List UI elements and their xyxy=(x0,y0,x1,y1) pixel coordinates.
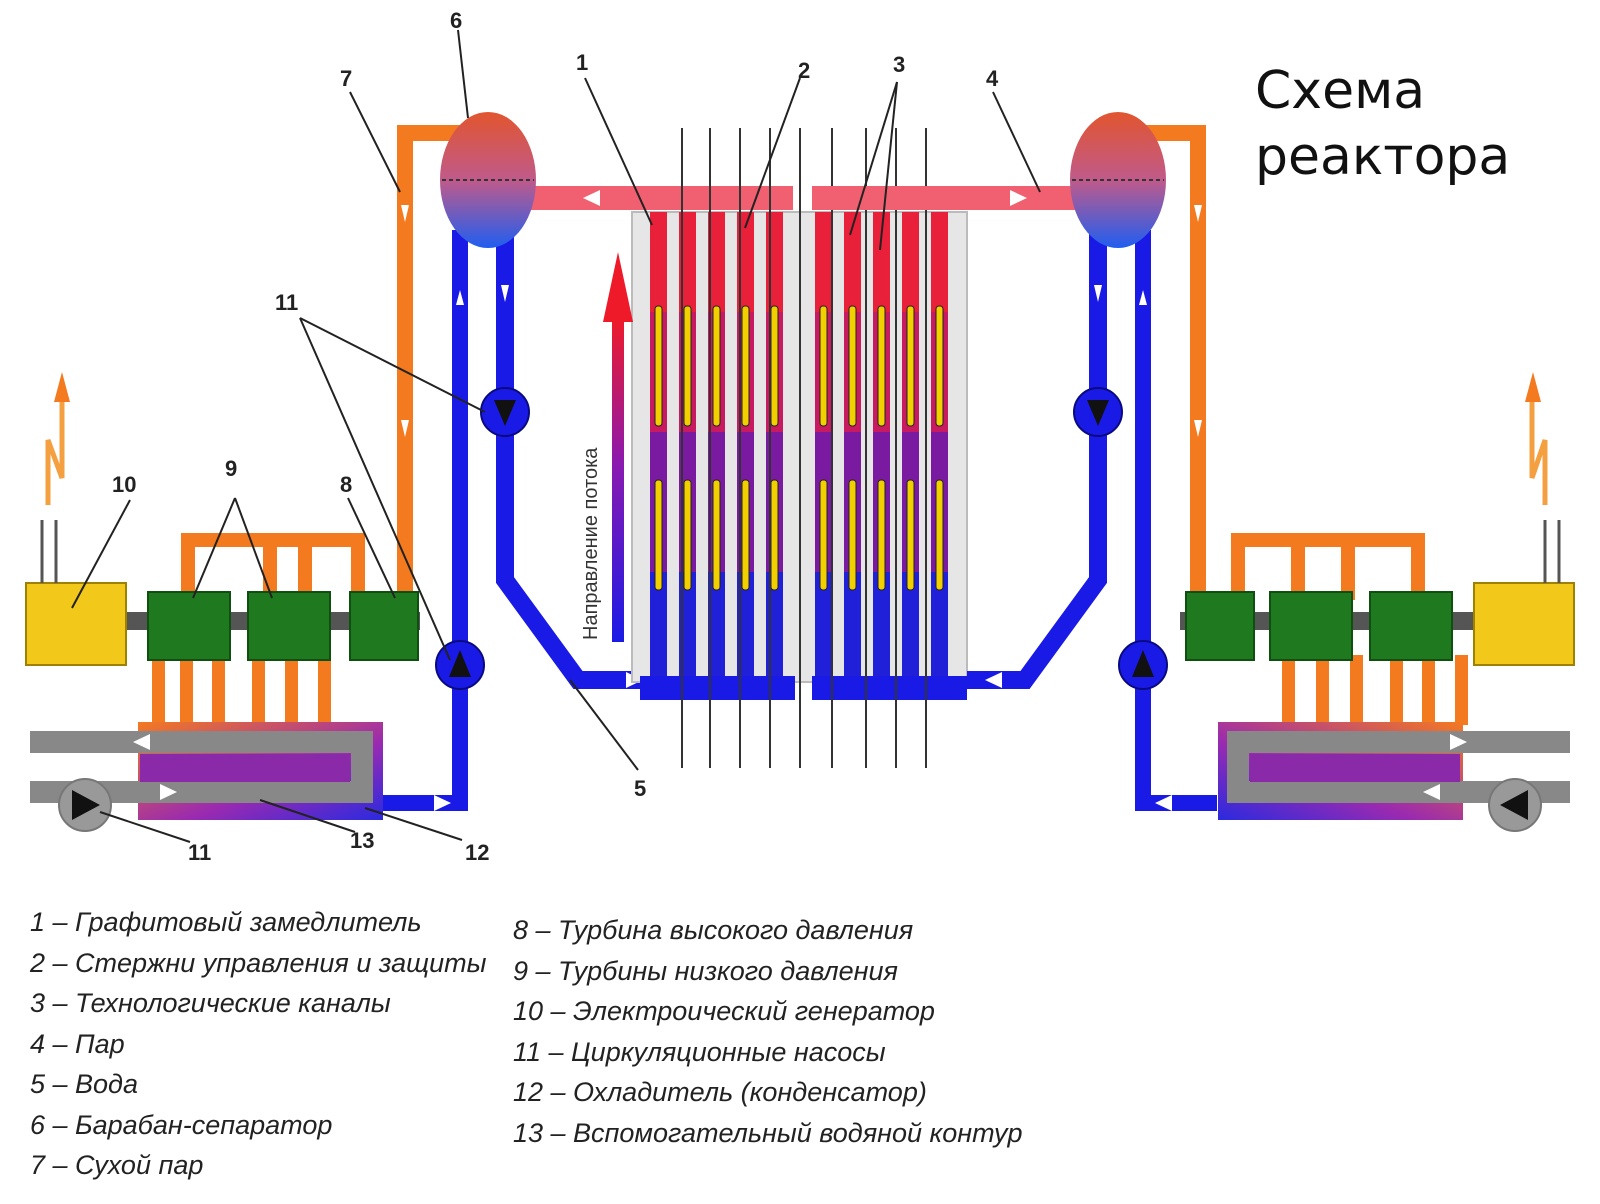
fuel-channel xyxy=(708,212,725,682)
fuel-channel xyxy=(902,212,919,682)
circ-pump-right-upper-arrow xyxy=(1087,400,1109,426)
left-loop xyxy=(25,112,793,832)
legend-item: 4 – Пар xyxy=(30,1028,125,1059)
hp-turbine-right xyxy=(1185,591,1255,661)
lightning-right xyxy=(1529,400,1548,505)
legend-item: 5 – Вода xyxy=(30,1069,138,1099)
fuel-channels xyxy=(650,212,948,682)
generator-right xyxy=(1473,582,1575,666)
legend-item: 6 – Барабан-сепаратор xyxy=(30,1109,333,1140)
callout-5: 5 xyxy=(634,776,646,801)
legend-item: 2 – Стержни управления и защиты xyxy=(30,947,487,978)
callout-12: 12 xyxy=(465,840,489,865)
control-rods xyxy=(681,128,927,768)
auxiliary-loop-right xyxy=(1227,731,1570,803)
fuel-channel xyxy=(650,212,667,682)
circ-pump-right-lower-arrow xyxy=(1132,650,1154,677)
callout-7: 7 xyxy=(340,66,352,91)
legend-item: 12 – Охладитель (конденсатор) xyxy=(513,1077,927,1107)
core-bottom-header-right xyxy=(812,676,967,700)
lp-turbine-left-1 xyxy=(147,591,231,661)
fuel-channel xyxy=(931,212,948,682)
steam-header-right xyxy=(812,186,1080,210)
flow-arrows-right xyxy=(985,190,1467,811)
fuel-channel xyxy=(815,212,832,682)
callout-10: 10 xyxy=(112,472,136,497)
callout-numbers: 1 2 3 4 5 6 7 8 9 10 11 11 12 13 xyxy=(112,8,999,865)
dry-steam-line-left xyxy=(397,125,468,595)
legend-item: 9 – Турбины низкого давления xyxy=(513,955,898,986)
condenser-core-right xyxy=(1250,754,1460,782)
legend-item: 11 – Циркуляционные насосы xyxy=(513,1036,886,1067)
callout-3: 3 xyxy=(893,52,905,77)
fuel-channel xyxy=(679,212,696,682)
callout-13: 13 xyxy=(350,828,374,853)
aux-pump-arrow-left xyxy=(72,790,100,820)
flow-arrows-left xyxy=(133,190,643,811)
callout-leaders xyxy=(71,29,1041,843)
lightning-left xyxy=(45,400,65,505)
lp-turbine-right-2 xyxy=(1369,591,1453,661)
circ-pump-left-lower-arrow xyxy=(449,650,471,677)
legend-item: 13 – Вспомогательный водяной контур xyxy=(513,1117,1023,1148)
condenser-core-left xyxy=(140,754,350,782)
legend-item: 3 – Технологические каналы xyxy=(30,988,391,1018)
flow-direction-label: Направление потока xyxy=(580,447,602,640)
lightning-arrow-right xyxy=(1525,372,1541,402)
callout-8: 8 xyxy=(340,472,352,497)
legend-item: 7 – Сухой пар xyxy=(30,1150,204,1180)
callout-4: 4 xyxy=(986,66,999,91)
exhaust-pipes-left xyxy=(152,655,331,725)
fuel-channel xyxy=(737,212,754,682)
hp-turbine-left xyxy=(349,591,419,661)
generator-left xyxy=(25,582,127,666)
fuel-channel xyxy=(844,212,861,682)
water-return-right xyxy=(1135,660,1217,811)
flow-direction-indicator: Направление потока xyxy=(580,252,633,642)
callout-2: 2 xyxy=(798,58,810,83)
callout-1: 1 xyxy=(576,50,588,75)
core-bottom-header-left xyxy=(640,676,795,700)
lp-turbine-right-1 xyxy=(1269,591,1353,661)
legend-item: 8 – Турбина высокого давления xyxy=(513,915,914,945)
callout-11-top: 11 xyxy=(275,290,298,315)
fuel-channel xyxy=(873,212,890,682)
downcomer-right xyxy=(967,230,1107,689)
legend-item: 1 – Графитовый замедлитель xyxy=(30,907,422,937)
callout-9: 9 xyxy=(225,456,237,481)
callout-11-bottom: 11 xyxy=(188,840,211,865)
lp-turbine-left-2 xyxy=(247,591,331,661)
generator-output-right xyxy=(1543,520,1561,583)
legend-item: 10 – Электроический генератор xyxy=(513,996,935,1026)
legend-left: 1 – Графитовый замедлитель 2 – Стержни у… xyxy=(30,902,486,1186)
circ-pump-left-upper-arrow xyxy=(494,400,516,426)
fuel-channel xyxy=(766,212,783,682)
water-return-left xyxy=(383,660,468,811)
turbine-steam-manifold-right xyxy=(1231,533,1425,600)
steam-header-left xyxy=(525,186,793,210)
diagram-title: Схема реактора xyxy=(1255,61,1511,187)
callout-6: 6 xyxy=(450,8,462,33)
reactor-core xyxy=(631,128,968,768)
exhaust-pipes-right xyxy=(1282,655,1468,725)
generator-output-left xyxy=(40,520,58,583)
lightning-arrow-left xyxy=(54,372,70,402)
auxiliary-loop-left xyxy=(30,731,373,803)
legend-right: 8 – Турбина высокого давления 9 – Турбин… xyxy=(513,910,1023,1153)
aux-pump-arrow-right xyxy=(1500,790,1528,820)
right-loop xyxy=(812,112,1575,832)
